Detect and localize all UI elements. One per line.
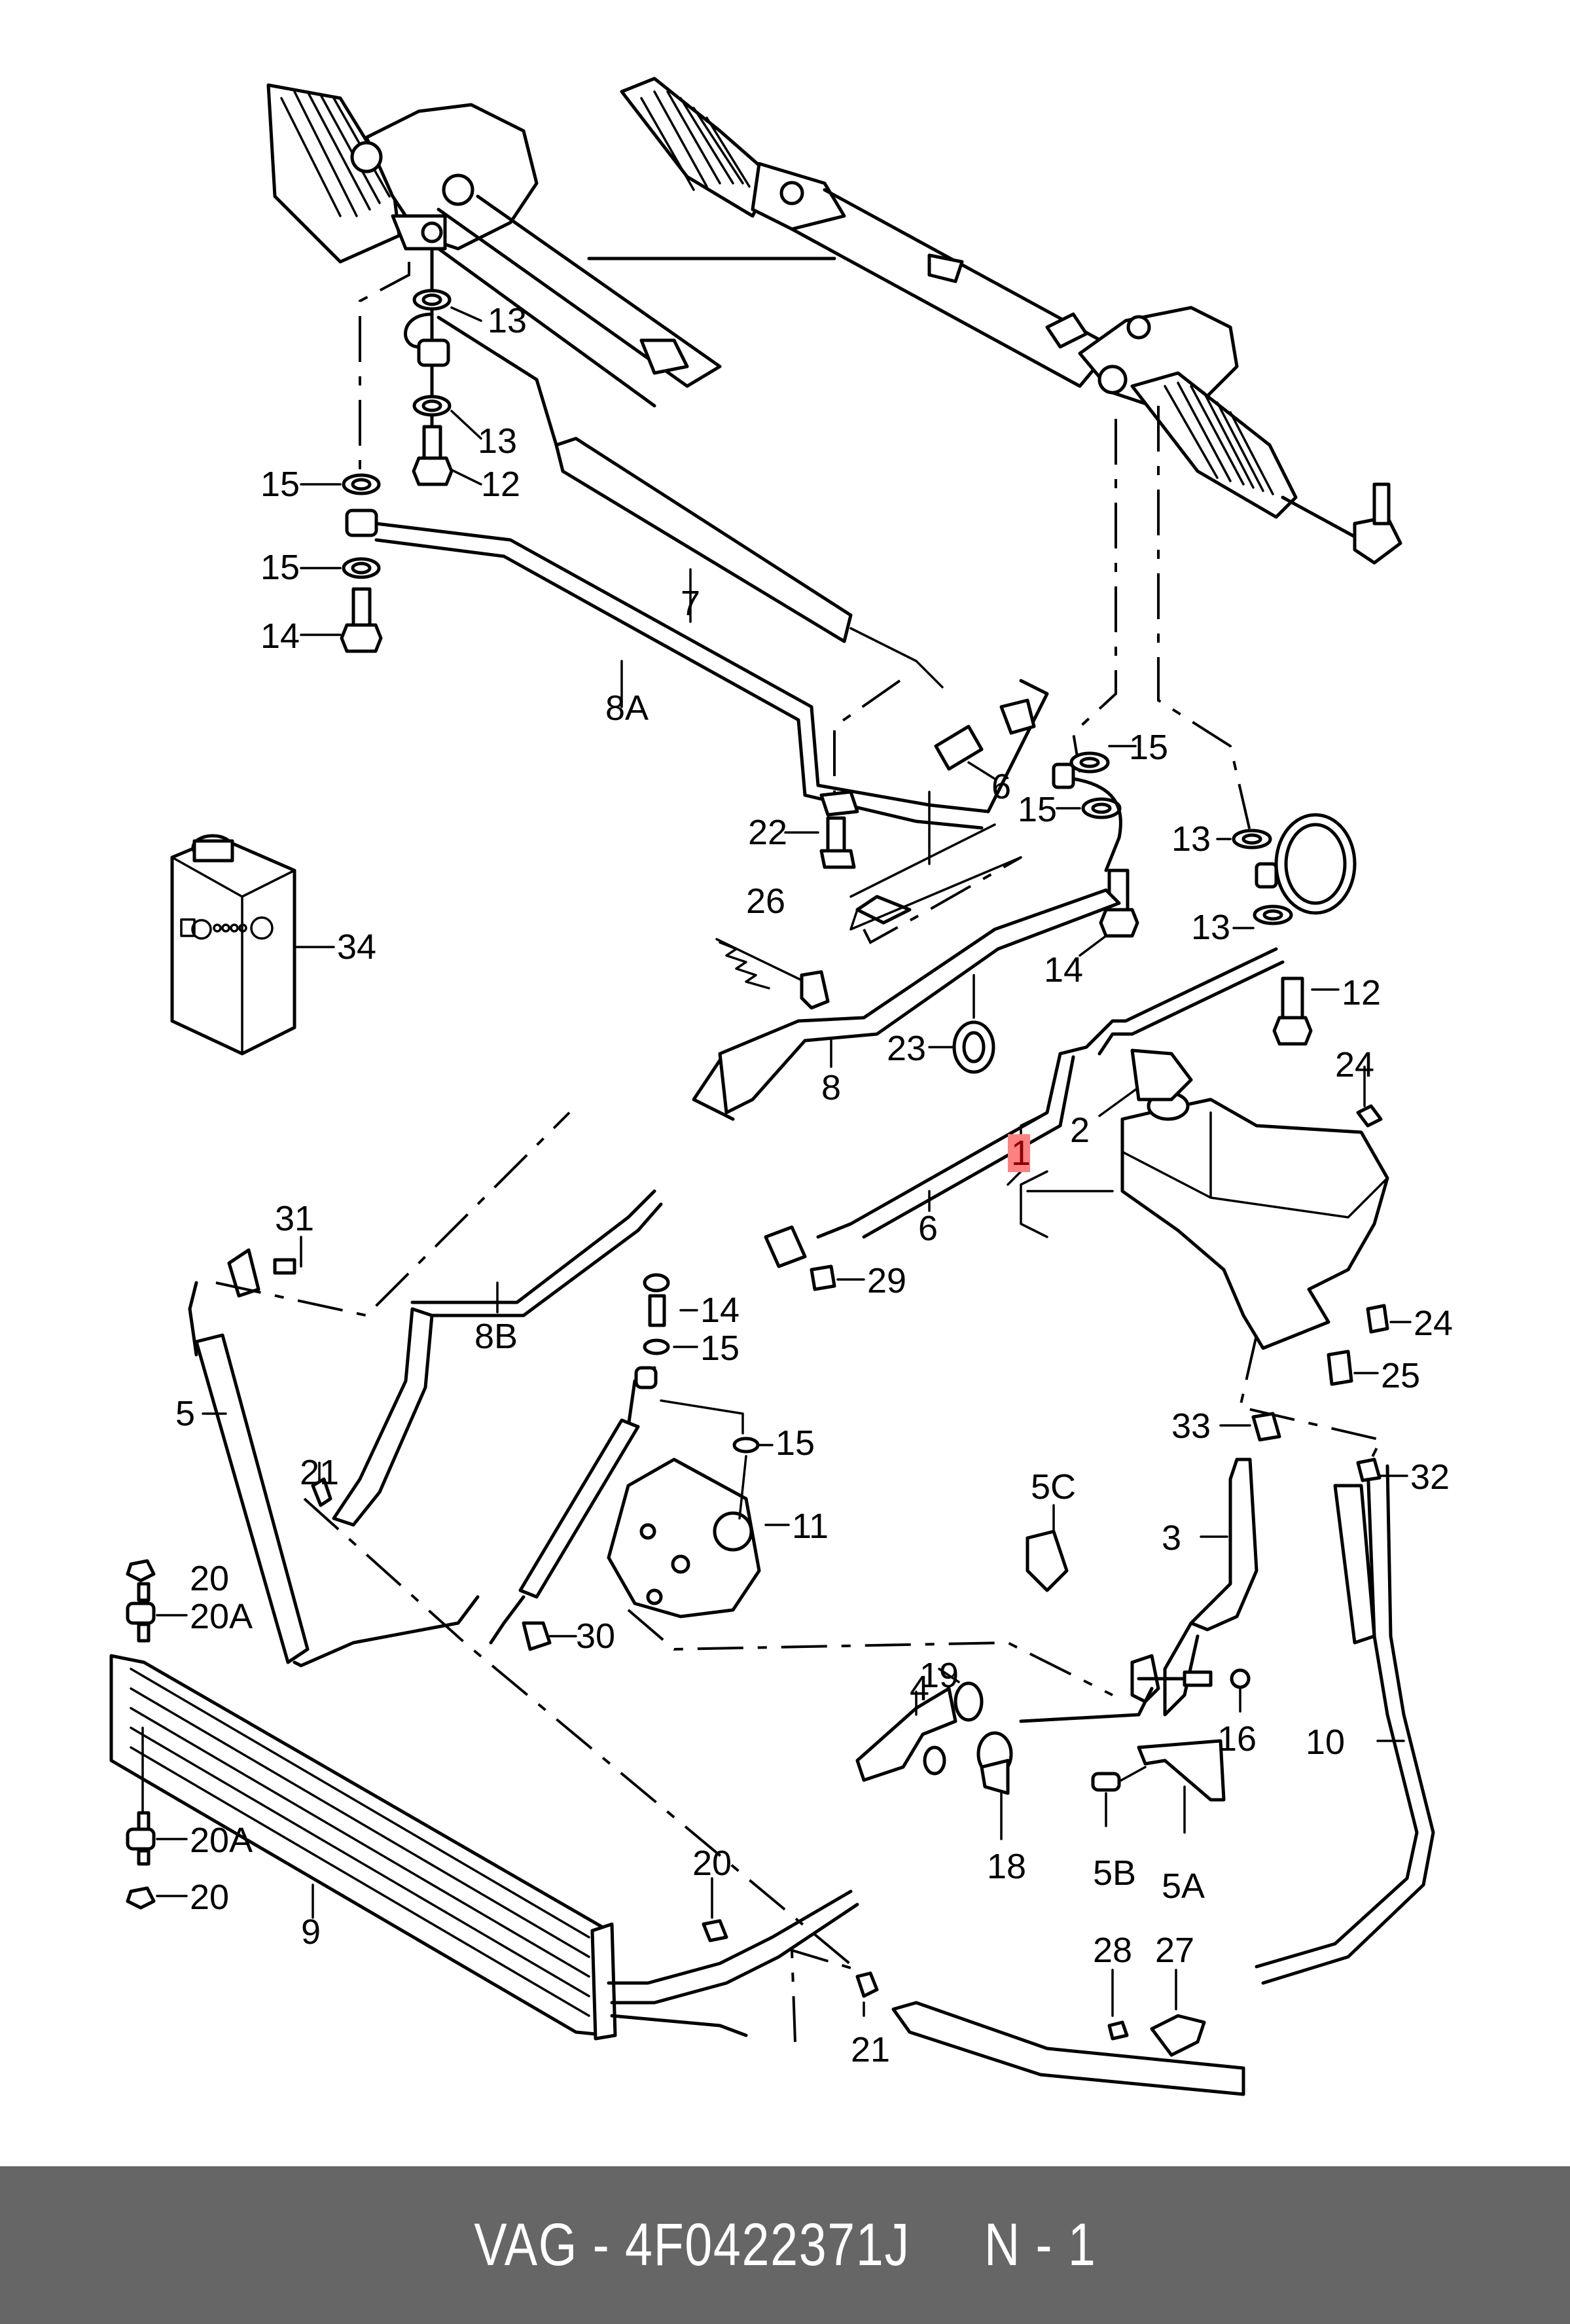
part-number-banner: VAG - 4F0422371J N - 1 (0, 2166, 1570, 2324)
pressure-line-8a (374, 522, 1049, 830)
steering-rack (266, 77, 1402, 832)
callout-14: 14 (260, 617, 300, 656)
callout-30: 30 (576, 1617, 615, 1656)
callout-15: 15 (776, 1423, 815, 1463)
callout-26: 26 (746, 882, 785, 921)
callout-8a: 8A (605, 688, 649, 728)
hose-8 (692, 823, 1121, 1121)
callout-6: 6 (918, 1209, 938, 1248)
callout-23: 23 (887, 1029, 926, 1068)
callout-11: 11 (792, 1507, 829, 1546)
pump-11 (489, 1273, 1113, 1696)
callout-28: 28 (1093, 1931, 1132, 1970)
callout-10: 10 (1306, 1723, 1345, 1762)
hose-8b (332, 1189, 663, 1527)
callout-9: 9 (301, 1912, 321, 1952)
callout-31: 31 (275, 1199, 314, 1238)
callout-8: 8 (821, 1068, 841, 1107)
callout-20: 20 (692, 1844, 732, 1883)
callout-13: 13 (1191, 908, 1230, 947)
clip-21-left (303, 1461, 859, 1971)
callout-5c: 5C (1031, 1467, 1076, 1507)
callout-15: 15 (700, 1329, 740, 1368)
center-fittings (784, 679, 1139, 957)
callout-labels: 13 13 12 15 15 14 7 8A 22 6 15 15 13 13 … (175, 301, 1453, 2069)
callout-27: 27 (1155, 1931, 1194, 1970)
hose-5 (188, 1111, 571, 1668)
callout-20: 20 (190, 1878, 229, 1917)
callout-14: 14 (1044, 950, 1083, 990)
callout-13: 13 (478, 421, 517, 461)
callout-29: 29 (867, 1261, 906, 1300)
cooler-9 (109, 1559, 859, 2043)
callout-18: 18 (987, 1847, 1026, 1886)
callout-13: 13 (488, 301, 527, 340)
callout-5a: 5A (1162, 1867, 1205, 1906)
callout-3: 3 (1162, 1518, 1181, 1558)
return-hose-10 (855, 1464, 1435, 2096)
callout-20: 20 (190, 1559, 229, 1598)
callout-20a: 20A (190, 1821, 253, 1860)
callout-24: 24 (1335, 1045, 1374, 1084)
callout-22: 22 (748, 813, 787, 852)
callout-6: 6 (991, 767, 1011, 806)
fluid-jar (170, 834, 335, 1056)
callout-20a: 20A (190, 1597, 253, 1636)
callout-8b: 8B (474, 1317, 518, 1356)
callout-15: 15 (260, 465, 300, 504)
right-fittings (816, 813, 1357, 1239)
callout-34: 34 (337, 927, 376, 967)
callout-7: 7 (681, 584, 700, 623)
callout-16: 16 (1217, 1719, 1257, 1759)
callout-33: 33 (1171, 1406, 1211, 1446)
callout-19: 19 (919, 1656, 959, 1695)
callout-21: 21 (300, 1453, 339, 1492)
clamp-29 (764, 1225, 865, 1291)
part-number-text: VAG - 4F0422371J N - 1 (473, 2211, 1097, 2278)
callout-12: 12 (481, 465, 520, 504)
callout-14: 14 (700, 1291, 740, 1330)
callout-21: 21 (851, 2030, 890, 2069)
parts-diagram: 13 13 12 15 15 14 7 8A 22 6 15 15 13 13 … (109, 77, 1453, 2096)
reservoir (1007, 1048, 1412, 1467)
callout-15: 15 (1129, 728, 1168, 767)
callout-1-highlighted: 1 (1011, 1134, 1031, 1173)
callout-4: 4 (910, 1669, 929, 1708)
callout-24: 24 (1414, 1304, 1453, 1343)
highlight-box (1008, 1134, 1030, 1172)
hose-7 (554, 437, 944, 688)
hose-3 (1026, 1412, 1408, 1717)
callout-12: 12 (1342, 973, 1381, 1012)
hose-4 (855, 1654, 1251, 1840)
callout-2: 2 (1070, 1111, 1090, 1150)
callout-5b: 5B (1093, 1853, 1136, 1893)
callout-5: 5 (175, 1394, 195, 1433)
callout-15: 15 (1018, 790, 1057, 829)
callout-25: 25 (1381, 1356, 1420, 1395)
callout-13: 13 (1171, 819, 1211, 859)
upper-left-fittings (300, 247, 558, 653)
callout-32: 32 (1410, 1457, 1450, 1497)
callout-15: 15 (260, 548, 300, 587)
